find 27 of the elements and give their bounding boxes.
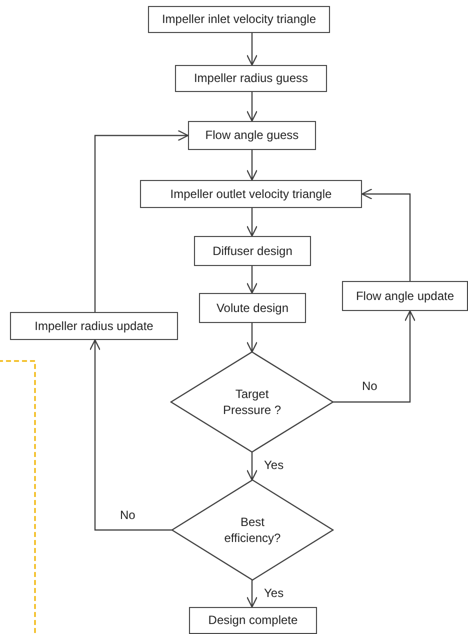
arrow: [333, 310, 416, 403]
arrow: [94, 130, 189, 312]
arrow: [246, 452, 258, 481]
process-box: Design complete: [189, 607, 317, 634]
edge-label: Yes: [262, 458, 286, 472]
arrow: [246, 33, 258, 66]
arrow: [246, 266, 258, 294]
arrow: [246, 208, 258, 237]
process-box: Flow angle guess: [188, 121, 316, 150]
edge-label: No: [360, 379, 380, 393]
edge-label: Yes: [262, 586, 286, 600]
process-box: Flow angle update: [342, 281, 468, 311]
decision-diamond: Target Pressure ?: [171, 352, 333, 452]
edge-label: No: [118, 508, 138, 522]
arrow: [89, 339, 172, 531]
process-box: Impeller inlet velocity triangle: [148, 6, 330, 33]
process-box: Volute design: [199, 293, 306, 323]
arrow: [246, 580, 258, 608]
process-box: Impeller radius update: [10, 312, 178, 340]
decision-diamond: Best efficiency?: [172, 480, 333, 580]
arrow: [246, 150, 258, 181]
arrow: [361, 188, 411, 281]
arrow: [246, 323, 258, 353]
arrow: [246, 92, 258, 122]
process-box: Impeller outlet velocity triangle: [140, 180, 362, 208]
process-box: Diffuser design: [194, 236, 311, 266]
process-box: Impeller radius guess: [175, 65, 327, 92]
